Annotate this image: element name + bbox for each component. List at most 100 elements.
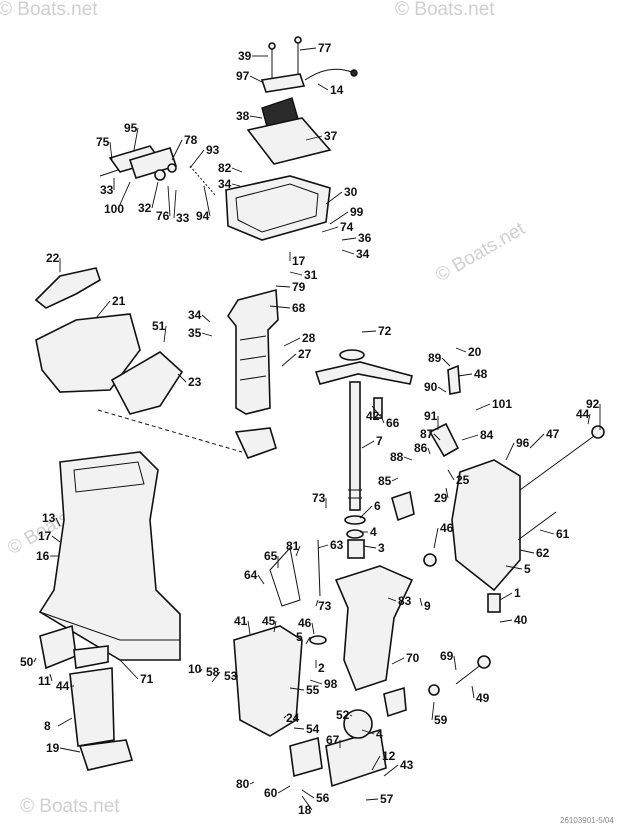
leader-line: [317, 83, 329, 91]
callout-label: 92: [586, 397, 600, 411]
callout-label: 52: [336, 708, 350, 722]
leader-line: [301, 795, 313, 811]
leader-line: [505, 442, 515, 461]
callout-label: 97: [236, 69, 250, 83]
leader-line: [391, 477, 399, 482]
callout-label: 46: [440, 521, 454, 535]
leader-line: [203, 185, 211, 217]
callout-label: 86: [414, 441, 428, 455]
callout-label: 10: [188, 662, 202, 676]
leader-line: [539, 529, 555, 535]
leader-line: [365, 798, 379, 801]
leader-line: [403, 456, 413, 461]
callout-label: 73: [318, 599, 332, 613]
callout-label: 34: [188, 308, 202, 322]
callout-label: 83: [398, 594, 412, 608]
leader-line: [349, 714, 353, 717]
callout-label: 100: [104, 202, 124, 216]
callout-label: 18: [298, 803, 312, 817]
leader-line: [317, 544, 329, 549]
callout-label: 48: [474, 367, 488, 381]
callout-label: 33: [100, 183, 114, 197]
leader-line: [247, 620, 251, 635]
callout-label: 17: [38, 529, 52, 543]
leader-line: [289, 687, 305, 691]
callout-label: 44: [56, 679, 70, 693]
callout-label: 56: [316, 791, 330, 805]
leader-line: [431, 701, 435, 721]
callout-label: 95: [124, 121, 138, 135]
callout-label: 88: [390, 450, 404, 464]
leader-line: [283, 337, 301, 347]
leader-line: [201, 332, 213, 337]
leader-line: [109, 141, 113, 161]
callout-label: 66: [386, 416, 400, 430]
callout-label: 38: [236, 109, 250, 123]
leader-line: [119, 659, 139, 680]
leader-line: [309, 679, 323, 685]
leader-line: [231, 183, 241, 187]
callout-label: 35: [188, 326, 202, 340]
leader-line: [529, 433, 545, 449]
callout-label: 22: [46, 251, 60, 265]
exhaust-housing: [227, 288, 279, 459]
callout-label: 44: [576, 407, 590, 421]
leader-line: [457, 373, 473, 377]
callout-label: 93: [206, 143, 220, 157]
callout-label: 24: [286, 711, 300, 725]
callout-label: 1: [514, 586, 521, 600]
leader-line: [453, 655, 457, 671]
callout-label: 40: [514, 613, 528, 627]
leader-line: [499, 619, 513, 623]
leader-line: [173, 189, 177, 219]
callout-label: 27: [298, 347, 312, 361]
leader-line: [427, 447, 431, 455]
leader-line: [379, 413, 385, 424]
leader-line: [305, 135, 323, 141]
callout-label: 19: [46, 741, 60, 755]
callout-label: 34: [218, 177, 232, 191]
leader-line: [371, 755, 381, 771]
leader-line: [475, 403, 491, 411]
callout-label: 58: [206, 665, 220, 679]
leader-line: [471, 685, 475, 699]
leader-line: [441, 357, 451, 367]
leader-line: [387, 597, 397, 602]
leader-line: [329, 211, 349, 225]
callout-label: 29: [434, 491, 448, 505]
leader-line: [171, 139, 183, 161]
callout-label: 23: [188, 375, 202, 389]
leader-line: [499, 592, 513, 601]
leader-line: [189, 149, 205, 169]
callout-label: 75: [96, 135, 110, 149]
leader-line: [167, 185, 171, 217]
callout-label: 2: [318, 661, 325, 675]
leader-line: [321, 226, 339, 233]
callout-label: 9: [424, 599, 431, 613]
leader-line: [391, 657, 405, 665]
callout-label: 94: [196, 209, 210, 223]
callout-label: 84: [480, 428, 494, 442]
callout-label: 21: [112, 294, 126, 308]
leader-line: [269, 305, 291, 309]
leader-line: [277, 785, 291, 794]
callout-label: 87: [420, 427, 434, 441]
leader-line: [371, 405, 381, 417]
leader-line: [437, 386, 447, 393]
callout-label: 74: [340, 220, 354, 234]
callout-label: 39: [238, 49, 252, 63]
leader-line: [273, 620, 277, 633]
leader-line: [305, 636, 311, 645]
leader-line: [59, 747, 81, 753]
callout-label: 65: [264, 549, 278, 563]
callout-label: 20: [468, 345, 482, 359]
callout-label: 63: [330, 538, 344, 552]
callout-label: 42: [366, 409, 380, 423]
leader-line: [363, 545, 377, 549]
leader-line: [55, 517, 61, 527]
callout-label: 64: [244, 568, 258, 582]
watermark: © Boats.net: [0, 0, 98, 20]
callout-label: 51: [152, 319, 166, 333]
leader-line: [299, 47, 317, 51]
